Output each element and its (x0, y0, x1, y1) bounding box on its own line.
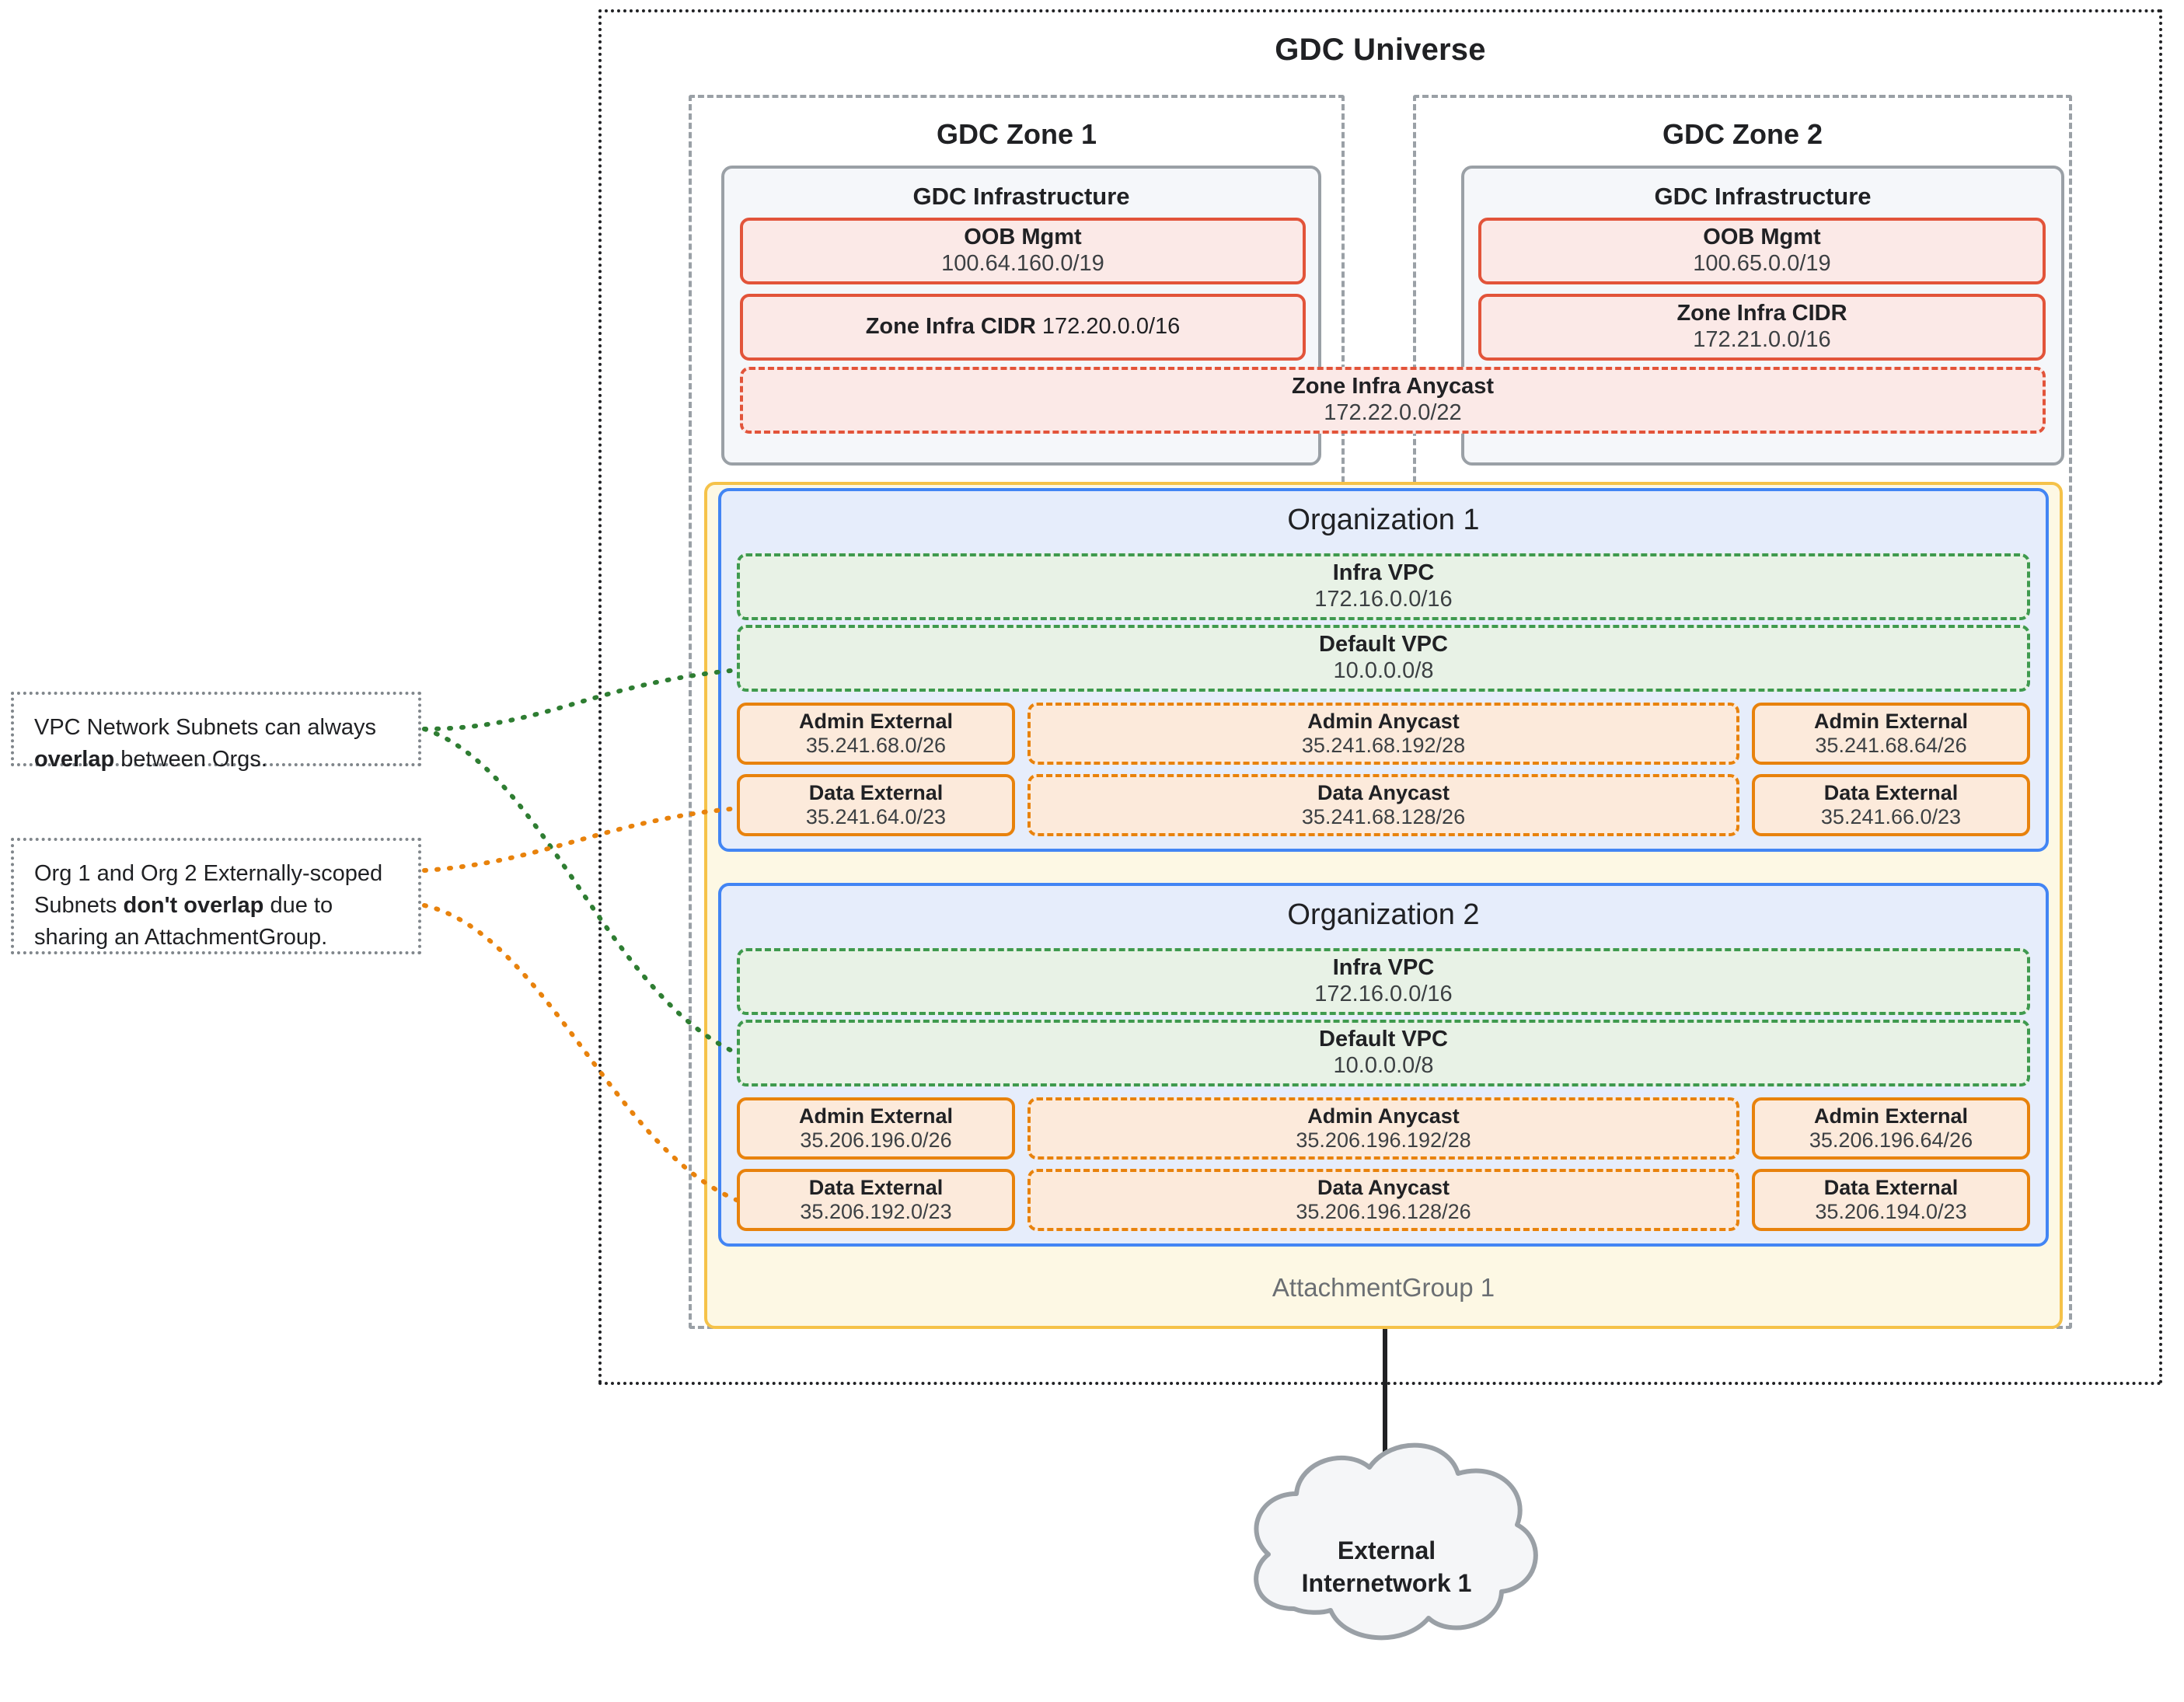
org-1-data-anycast-label: Data Anycast (1317, 780, 1450, 804)
org-2-data-external-left-cidr: 35.206.192.0/23 (800, 1200, 952, 1223)
org-2-default-vpc-cidr: 10.0.0.0/8 (1333, 1053, 1434, 1078)
zone-1-oob-mgmt-card: OOB Mgmt 100.64.160.0/19 (740, 218, 1306, 284)
callout-2-text-before: Org 1 and Org 2 Externally-scoped Subnet… (34, 861, 383, 919)
attachment-group-label: AttachmentGroup 1 (1272, 1273, 1495, 1302)
org-1-data-external-right-card: Data External 35.241.66.0/23 (1752, 774, 2030, 836)
zone-2-infra-cidr-card: Zone Infra CIDR 172.21.0.0/16 (1478, 294, 2046, 361)
callout-vpc-overlap: VPC Network Subnets can always overlap b… (11, 692, 421, 772)
org-1-infra-vpc-label: Infra VPC (1332, 560, 1435, 586)
org-2-data-external-left-label: Data External (808, 1175, 944, 1199)
org-1-default-vpc-label: Default VPC (1319, 632, 1448, 657)
callout-1-text-before: VPC Network Subnets can always (34, 715, 377, 740)
zone-1-oob-mgmt-cidr: 100.64.160.0/19 (941, 251, 1104, 276)
org-1-data-external-left-label: Data External (808, 780, 944, 804)
callout-1-emphasis: overlap (34, 747, 115, 773)
org-2-data-external-right-label: Data External (1823, 1175, 1959, 1199)
zone-2-oob-mgmt-cidr: 100.65.0.0/19 (1693, 251, 1831, 276)
org-2-admin-external-right-cidr: 35.206.196.64/26 (1809, 1128, 1973, 1152)
zone-1-infrastructure-title: GDC Infrastructure (912, 183, 1130, 210)
callout-1-text-after: between Orgs. (114, 747, 267, 773)
org-1-admin-external-left-cidr: 35.241.68.0/26 (805, 734, 947, 757)
zone-1-infra-cidr-inline: Zone Infra CIDR 172.20.0.0/16 (866, 314, 1181, 340)
org-1-default-vpc-card: Default VPC 10.0.0.0/8 (737, 625, 2030, 692)
org-1-data-external-right-label: Data External (1823, 780, 1959, 804)
org-1-admin-external-right-label: Admin External (1813, 709, 1969, 733)
org-2-data-external-right-cidr: 35.206.194.0/23 (1815, 1200, 1967, 1223)
org-1-admin-anycast-card: Admin Anycast 35.241.68.192/28 (1027, 703, 1739, 765)
zone-2-infra-cidr-label: Zone Infra CIDR (1676, 301, 1847, 326)
external-internetwork-line-1: External (1337, 1536, 1436, 1564)
org-2-infra-vpc-cidr: 172.16.0.0/16 (1314, 982, 1453, 1006)
zone-infra-anycast-cidr: 172.22.0.0/22 (1324, 400, 1462, 425)
callout-external-subnets-no-overlap: Org 1 and Org 2 Externally-scoped Subnet… (11, 838, 421, 954)
org-1-data-external-left-cidr: 35.241.64.0/23 (805, 805, 947, 828)
external-internetwork-label: External Internetwork 1 (1247, 1535, 1526, 1599)
gdc-zone-1-title: GDC Zone 1 (936, 118, 1097, 150)
zone-2-oob-mgmt-label: OOB Mgmt (1703, 225, 1821, 250)
zone-1-infra-cidr-card: Zone Infra CIDR 172.20.0.0/16 (740, 294, 1306, 361)
zone-infra-anycast-label: Zone Infra Anycast (1292, 374, 1494, 399)
callout-2-text-after: due to sharing an AttachmentGroup. (34, 893, 333, 950)
org-1-infra-vpc-cidr: 172.16.0.0/16 (1314, 587, 1453, 612)
gdc-zone-2-title: GDC Zone 2 (1662, 118, 1823, 150)
org-1-admin-external-right-card: Admin External 35.241.68.64/26 (1752, 703, 2030, 765)
org-2-data-external-right-card: Data External 35.206.194.0/23 (1752, 1169, 2030, 1231)
external-internetwork-line-2: Internetwork 1 (1301, 1568, 1472, 1597)
org-2-admin-external-left-card: Admin External 35.206.196.0/26 (737, 1097, 1015, 1160)
org-1-admin-external-left-label: Admin External (798, 709, 954, 733)
org-2-admin-external-right-card: Admin External 35.206.196.64/26 (1752, 1097, 2030, 1160)
org-1-default-vpc-cidr: 10.0.0.0/8 (1333, 658, 1434, 683)
org-2-admin-external-left-label: Admin External (798, 1104, 954, 1128)
org-1-data-anycast-cidr: 35.241.68.128/26 (1301, 805, 1466, 828)
zone-infra-anycast-card: Zone Infra Anycast 172.22.0.0/22 (740, 367, 2046, 434)
organization-1-title: Organization 1 (1287, 504, 1480, 536)
org-2-admin-external-right-label: Admin External (1813, 1104, 1969, 1128)
org-2-admin-anycast-label: Admin Anycast (1307, 1104, 1460, 1128)
org-2-default-vpc-card: Default VPC 10.0.0.0/8 (737, 1020, 2030, 1086)
org-2-data-external-left-card: Data External 35.206.192.0/23 (737, 1169, 1015, 1231)
org-1-data-anycast-card: Data Anycast 35.241.68.128/26 (1027, 774, 1739, 836)
zone-1-infra-cidr-value: 172.20.0.0/16 (1041, 314, 1181, 340)
zone-1-infra-cidr-label: Zone Infra CIDR (865, 314, 1036, 340)
callout-2-emphasis: don't overlap (123, 893, 264, 919)
org-1-admin-external-right-cidr: 35.241.68.64/26 (1815, 734, 1967, 757)
org-1-admin-anycast-label: Admin Anycast (1307, 709, 1460, 733)
org-1-infra-vpc-card: Infra VPC 172.16.0.0/16 (737, 553, 2030, 620)
zone-2-infra-cidr-value: 172.21.0.0/16 (1693, 327, 1831, 352)
org-1-data-external-left-card: Data External 35.241.64.0/23 (737, 774, 1015, 836)
org-2-infra-vpc-label: Infra VPC (1332, 955, 1435, 981)
zone-2-oob-mgmt-card: OOB Mgmt 100.65.0.0/19 (1478, 218, 2046, 284)
gdc-universe-title: GDC Universe (1275, 33, 1486, 67)
zone-2-infrastructure-title: GDC Infrastructure (1654, 183, 1872, 210)
org-2-default-vpc-label: Default VPC (1319, 1027, 1448, 1052)
org-1-data-external-right-cidr: 35.241.66.0/23 (1820, 805, 1962, 828)
org-2-data-anycast-cidr: 35.206.196.128/26 (1296, 1200, 1471, 1223)
org-2-admin-external-left-cidr: 35.206.196.0/26 (800, 1128, 952, 1152)
org-2-data-anycast-card: Data Anycast 35.206.196.128/26 (1027, 1169, 1739, 1231)
org-2-data-anycast-label: Data Anycast (1317, 1175, 1450, 1199)
org-1-admin-anycast-cidr: 35.241.68.192/28 (1301, 734, 1466, 757)
org-1-admin-external-left-card: Admin External 35.241.68.0/26 (737, 703, 1015, 765)
zone-1-oob-mgmt-label: OOB Mgmt (964, 225, 1082, 250)
org-2-admin-anycast-card: Admin Anycast 35.206.196.192/28 (1027, 1097, 1739, 1160)
org-2-infra-vpc-card: Infra VPC 172.16.0.0/16 (737, 948, 2030, 1015)
org-2-admin-anycast-cidr: 35.206.196.192/28 (1296, 1128, 1471, 1152)
organization-2-title: Organization 2 (1287, 898, 1480, 931)
